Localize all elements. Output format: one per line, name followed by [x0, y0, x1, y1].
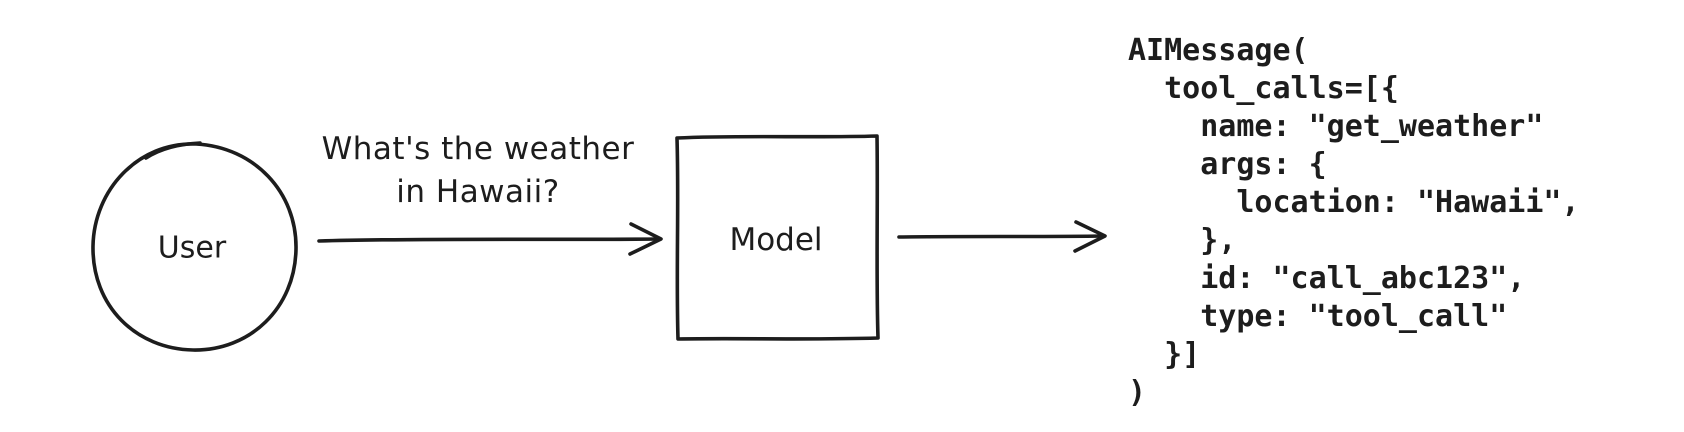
code-line: location: "Hawaii",	[1128, 185, 1580, 220]
user-circle-overlap-stroke	[144, 141, 202, 160]
code-line: tool_calls=[{	[1128, 71, 1399, 106]
user-circle-shape	[91, 142, 298, 352]
code-line: }]	[1128, 337, 1201, 372]
model-node-label: Model	[729, 222, 823, 258]
aimessage-code-block: AIMessage( tool_calls=[{ name: "get_weat…	[1128, 32, 1580, 412]
code-line: AIMessage(	[1128, 33, 1309, 68]
query-annotation-line2: in Hawaii?	[396, 174, 560, 210]
code-line: args: {	[1128, 147, 1327, 182]
arrow-model-to-output-head	[1073, 220, 1107, 253]
query-annotation-line1: What's the weather	[321, 131, 635, 167]
query-annotation: What's the weather in Hawaii?	[322, 128, 635, 214]
user-node-label: User	[157, 230, 227, 266]
code-line: name: "get_weather"	[1128, 109, 1544, 144]
model-box-shape	[675, 134, 880, 341]
code-line: )	[1128, 375, 1147, 410]
code-line: type: "tool_call"	[1128, 299, 1508, 334]
arrow-user-to-model	[317, 237, 661, 243]
arrow-model-to-output	[897, 234, 1105, 239]
code-line: id: "call_abc123",	[1128, 261, 1526, 296]
arrow-user-to-model-head	[628, 222, 663, 256]
code-line: },	[1128, 223, 1237, 258]
